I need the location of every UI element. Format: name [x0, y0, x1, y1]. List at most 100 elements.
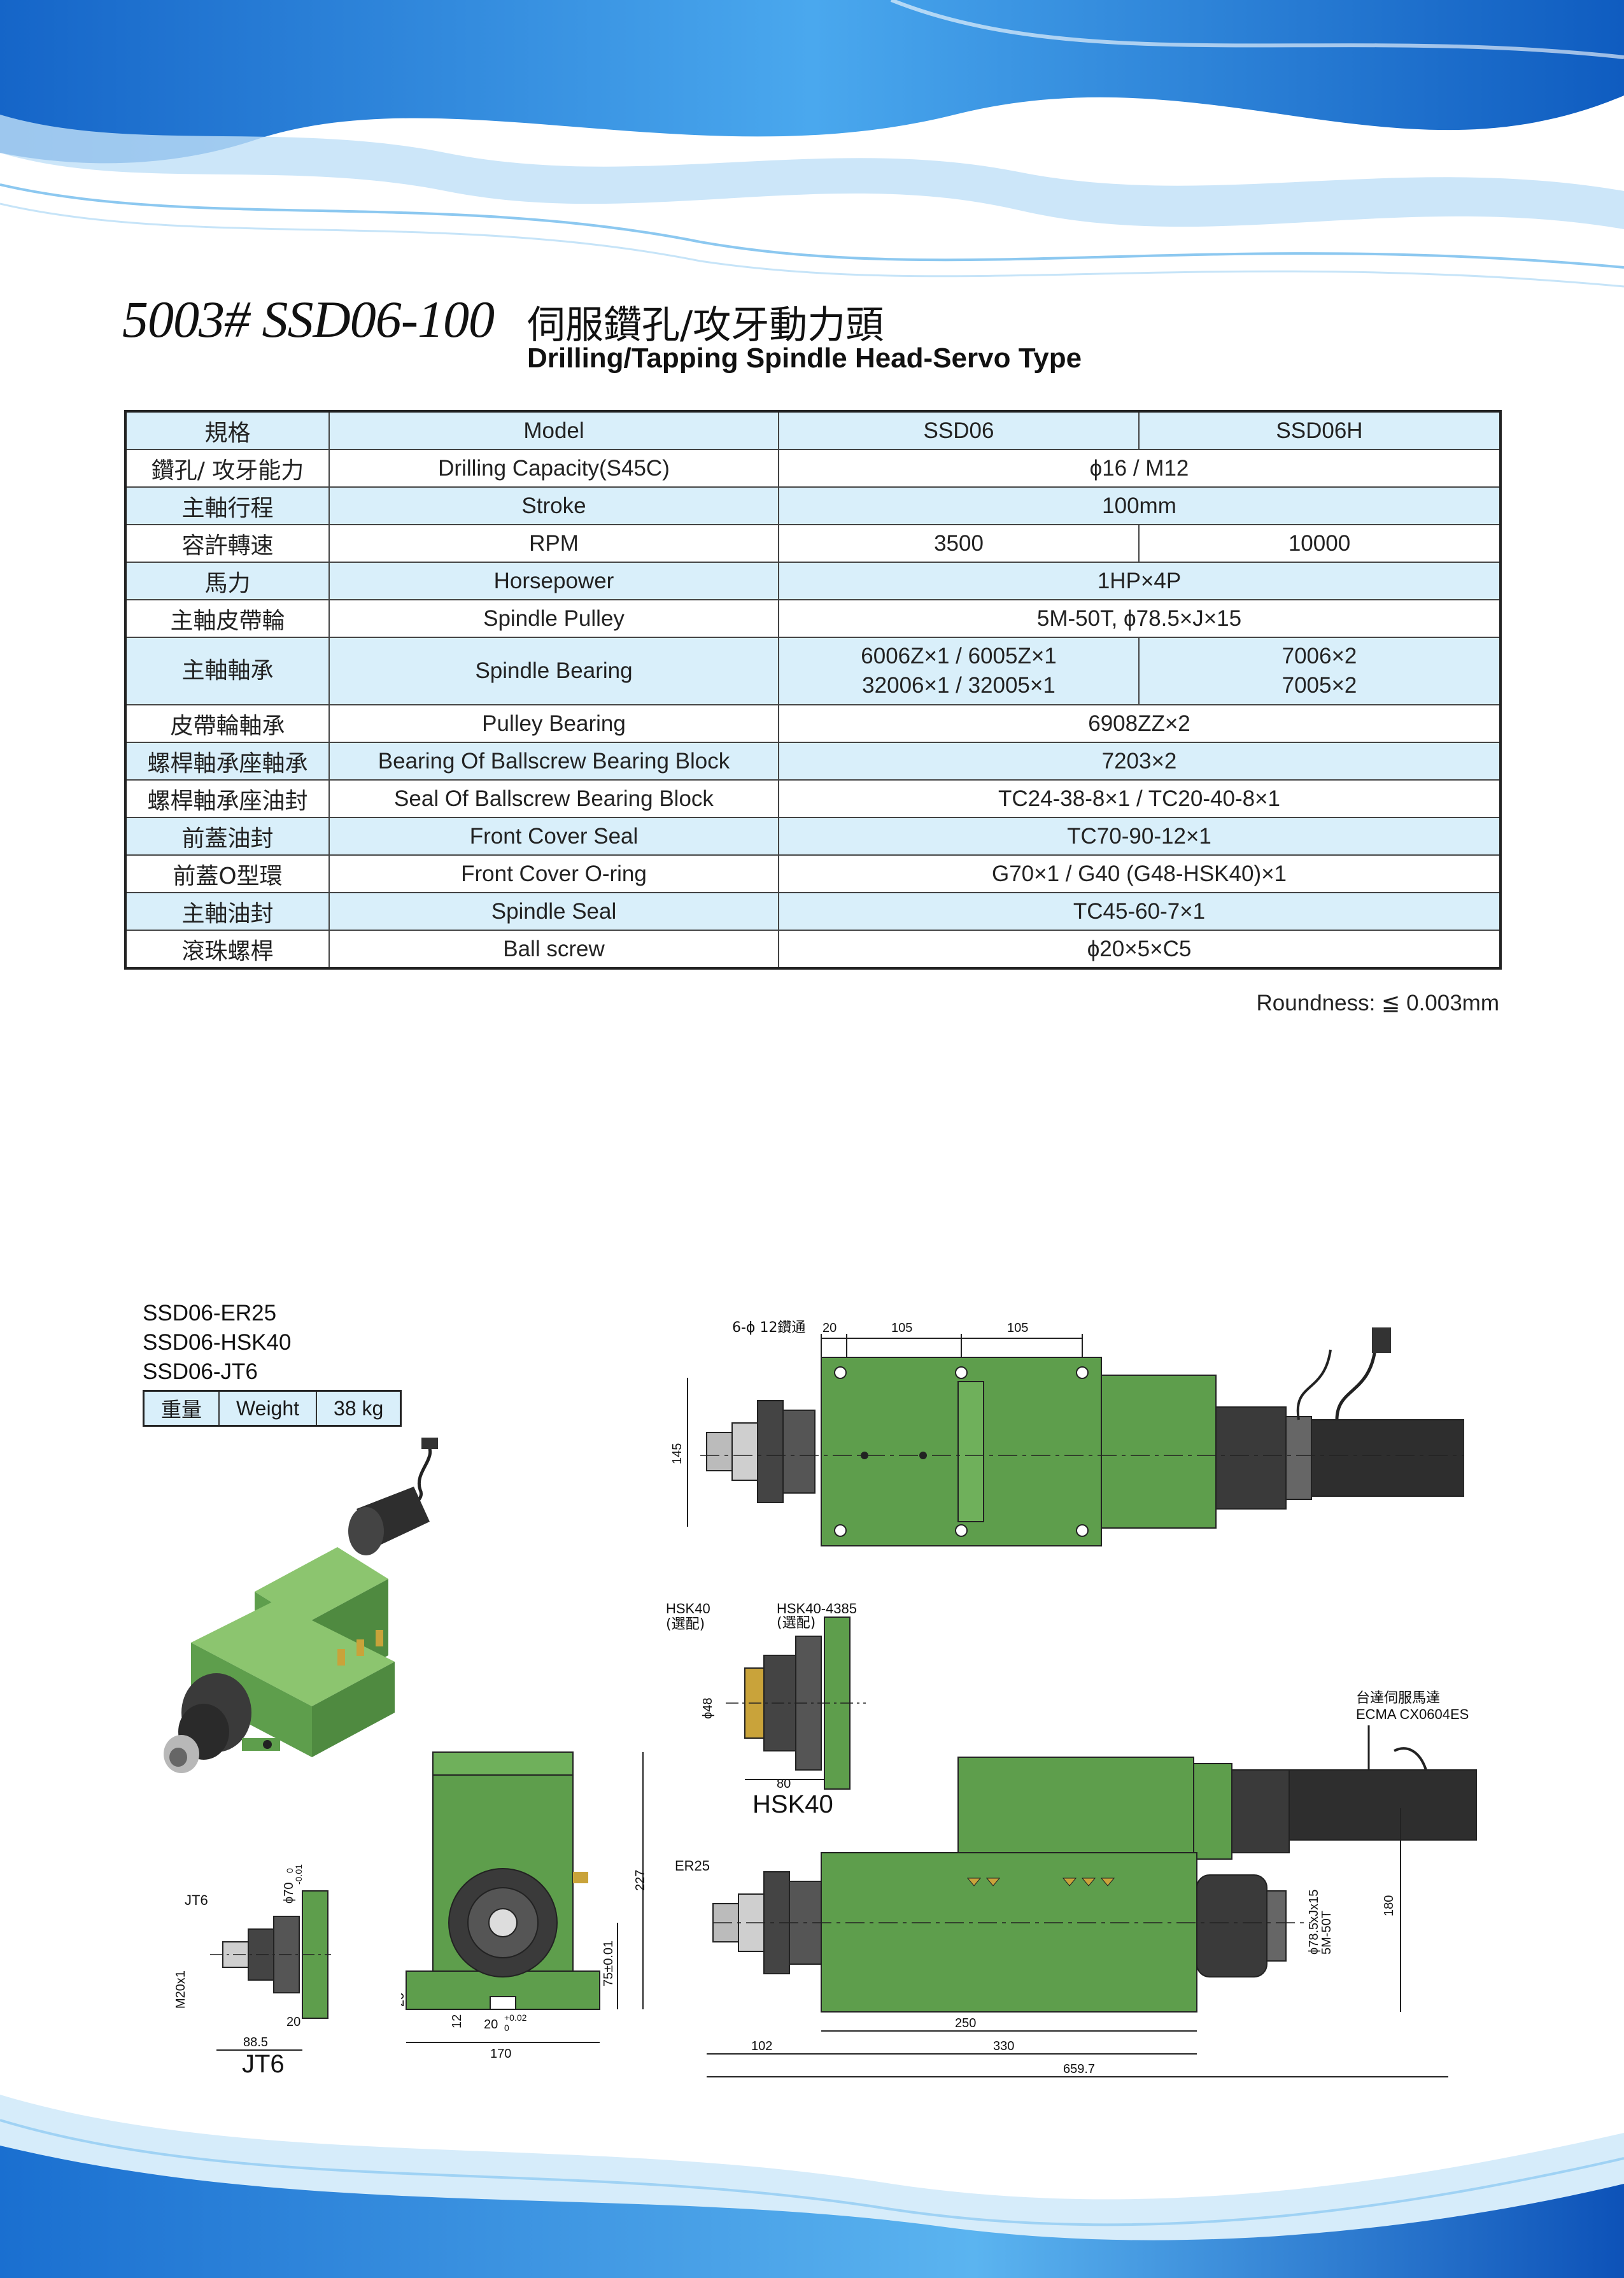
- model-number: 5003# SSD06-100: [122, 290, 495, 348]
- row-label-zh: 主軸軸承: [125, 637, 330, 705]
- bottom-wave-decoration: [0, 2095, 1624, 2278]
- row-value-ssd06: 3500: [778, 524, 1140, 563]
- table-row: 主軸油封 Spindle Seal TC45-60-7×1: [125, 892, 1501, 931]
- hsk40-detail-drawing: HSK40 (選配) HSK40-4385 (選配) ϕ48 80: [666, 1601, 866, 1791]
- row-label-zh: 主軸行程: [125, 486, 330, 525]
- jt6-detail-drawing: JT6 ϕ70 -0.01 0 M20x1 20 88.5: [174, 1864, 331, 2051]
- dim-227: 227: [633, 1870, 647, 1891]
- bearing-line-2: 32006×1 / 32005×1: [862, 673, 1056, 698]
- table-row: 前蓋油封 Front Cover Seal TC70-90-12×1: [125, 817, 1501, 856]
- row-label-zh: 滾珠螺桿: [125, 930, 330, 969]
- side-view-drawing: 台達伺服馬達 ECMA CX0604ES ER25 ϕ78.5xJx15 5M-…: [675, 1690, 1477, 2077]
- row-label-zh: 容許轉速: [125, 524, 330, 563]
- dim-102: 102: [751, 2039, 772, 2053]
- row-value: ϕ16 / M12: [778, 449, 1501, 488]
- row-label-en: RPM: [328, 524, 779, 563]
- slot-mark: [376, 1630, 383, 1646]
- variant-list: SSD06-ER25 SSD06-HSK40 SSD06-JT6: [143, 1299, 291, 1387]
- row-label-zh: 螺桿軸承座軸承: [125, 742, 330, 781]
- row-label-en: Seal Of Ballscrew Bearing Block: [328, 779, 779, 818]
- row-value: TC70-90-12×1: [778, 817, 1501, 856]
- header-ssd06h: SSD06H: [1138, 411, 1501, 450]
- table-row: 皮帶輪軸承 Pulley Bearing 6908ZZ×2: [125, 704, 1501, 743]
- variant-jt6: SSD06-JT6: [143, 1359, 258, 1384]
- header-spec: 規格: [125, 411, 330, 450]
- row-value: 6908ZZ×2: [778, 704, 1501, 743]
- table-row: 主軸軸承 Spindle Bearing 6006Z×1 / 6005Z×1 3…: [125, 637, 1501, 705]
- dim-12: 12: [450, 2014, 464, 2028]
- dim-20-front: 20: [401, 1993, 407, 2007]
- dim-holes: 6-ϕ 12鑽通: [732, 1320, 805, 1336]
- table-row: 前蓋O型環 Front Cover O-ring G70×1 / G40 (G4…: [125, 854, 1501, 893]
- row-value: G70×1 / G40 (G48-HSK40)×1: [778, 854, 1501, 893]
- table-row: 馬力 Horsepower 1HP×4P: [125, 562, 1501, 600]
- table-header-row: 規格 Model SSD06 SSD06H: [125, 411, 1501, 450]
- table-row: 螺桿軸承座軸承 Bearing Of Ballscrew Bearing Blo…: [125, 742, 1501, 781]
- dim-20-tol: +0.02: [504, 2013, 527, 2023]
- row-value: 7203×2: [778, 742, 1501, 781]
- dim-80: 80: [777, 1777, 791, 1791]
- title-chinese: 伺服鑽孔/攻牙動力頭: [527, 303, 884, 348]
- row-value: ϕ20×5×C5: [778, 930, 1501, 969]
- table-row: 主軸皮帶輪 Spindle Pulley 5M-50T, ϕ78.5×J×15: [125, 599, 1501, 638]
- spec-table: 規格 Model SSD06 SSD06H 鑽孔/ 攻牙能力 Drilling …: [124, 410, 1502, 970]
- caption-jt6: JT6: [242, 2050, 285, 2078]
- dim-phi70-tol: -0.01: [293, 1864, 304, 1885]
- weight-value: 38 kg: [316, 1390, 402, 1427]
- dim-20-tol-zero: 0: [504, 2023, 509, 2033]
- row-label-en: Horsepower: [328, 562, 779, 600]
- table-row: 容許轉速 RPM 3500 10000: [125, 524, 1501, 563]
- title-english: Drilling/Tapping Spindle Head-Servo Type: [527, 343, 1082, 374]
- roundness-note: Roundness: ≦ 0.003mm: [1256, 991, 1499, 1015]
- row-label-en: Pulley Bearing: [328, 704, 779, 743]
- row-value: TC24-38-8×1 / TC20-40-8×1: [778, 779, 1501, 818]
- dim-105-b: 105: [1007, 1321, 1028, 1335]
- row-label-en: Spindle Seal: [328, 892, 779, 931]
- label-servo-motor-zh: 台達伺服馬達: [1356, 1690, 1440, 1706]
- weight-label-en: Weight: [218, 1390, 318, 1427]
- row-value: 1HP×4P: [778, 562, 1501, 600]
- label-hsk40: HSK40: [666, 1601, 710, 1617]
- row-label-en: Drilling Capacity(S45C): [328, 449, 779, 488]
- top-wave-decoration: [0, 0, 1624, 299]
- dim-phi70-tol-zero: 0: [285, 1868, 295, 1873]
- row-label-en: Spindle Pulley: [328, 599, 779, 638]
- slot-mark: [985, 1878, 1001, 1886]
- dim-m20: M20x1: [174, 1970, 188, 2009]
- dim-105-a: 105: [891, 1321, 912, 1335]
- slot-mark: [1081, 1878, 1096, 1886]
- row-label-zh: 馬力: [125, 562, 330, 600]
- slot-mark: [357, 1639, 364, 1656]
- dim-170: 170: [490, 2047, 511, 2061]
- row-value: TC45-60-7×1: [778, 892, 1501, 931]
- weight-table: 重量 Weight 38 kg: [143, 1390, 402, 1427]
- dim-phi48: ϕ48: [701, 1698, 715, 1719]
- header-model: Model: [328, 411, 779, 450]
- header-ssd06: SSD06: [778, 411, 1140, 450]
- dim-20-slot: 20: [484, 2018, 498, 2032]
- weight-label-zh: 重量: [143, 1390, 220, 1427]
- slot-mark: [1100, 1878, 1115, 1886]
- dim-145: 145: [670, 1443, 684, 1464]
- label-jt6: JT6: [185, 1892, 208, 1908]
- row-label-zh: 主軸油封: [125, 892, 330, 931]
- slot-mark: [1062, 1878, 1077, 1886]
- row-value: 5M-50T, ϕ78.5×J×15: [778, 599, 1501, 638]
- caption-hsk40: HSK40: [752, 1790, 833, 1818]
- row-label-en: Front Cover O-ring: [328, 854, 779, 893]
- dim-180: 180: [1382, 1895, 1396, 1916]
- row-label-en: Stroke: [328, 486, 779, 525]
- dim-pulley-phi: ϕ78.5xJx15: [1307, 1890, 1321, 1955]
- label-er25: ER25: [675, 1858, 710, 1874]
- row-value-ssd06: 6006Z×1 / 6005Z×1 32006×1 / 32005×1: [778, 637, 1140, 705]
- front-view-drawing: 227 75±0.01 20 12 20 +0.02 0 170: [401, 1751, 647, 2061]
- dim-75: 75±0.01: [602, 1941, 616, 1986]
- row-label-en: Front Cover Seal: [328, 817, 779, 856]
- variant-er25: SSD06-ER25: [143, 1301, 277, 1326]
- dim-20: 20: [823, 1321, 837, 1335]
- table-row: 滾珠螺桿 Ball screw ϕ20×5×C5: [125, 930, 1501, 969]
- row-label-zh: 螺桿軸承座油封: [125, 779, 330, 818]
- table-row: 鑽孔/ 攻牙能力 Drilling Capacity(S45C) ϕ16 / M…: [125, 449, 1501, 488]
- dim-250: 250: [955, 2016, 976, 2030]
- table-row: 螺桿軸承座油封 Seal Of Ballscrew Bearing Block …: [125, 779, 1501, 818]
